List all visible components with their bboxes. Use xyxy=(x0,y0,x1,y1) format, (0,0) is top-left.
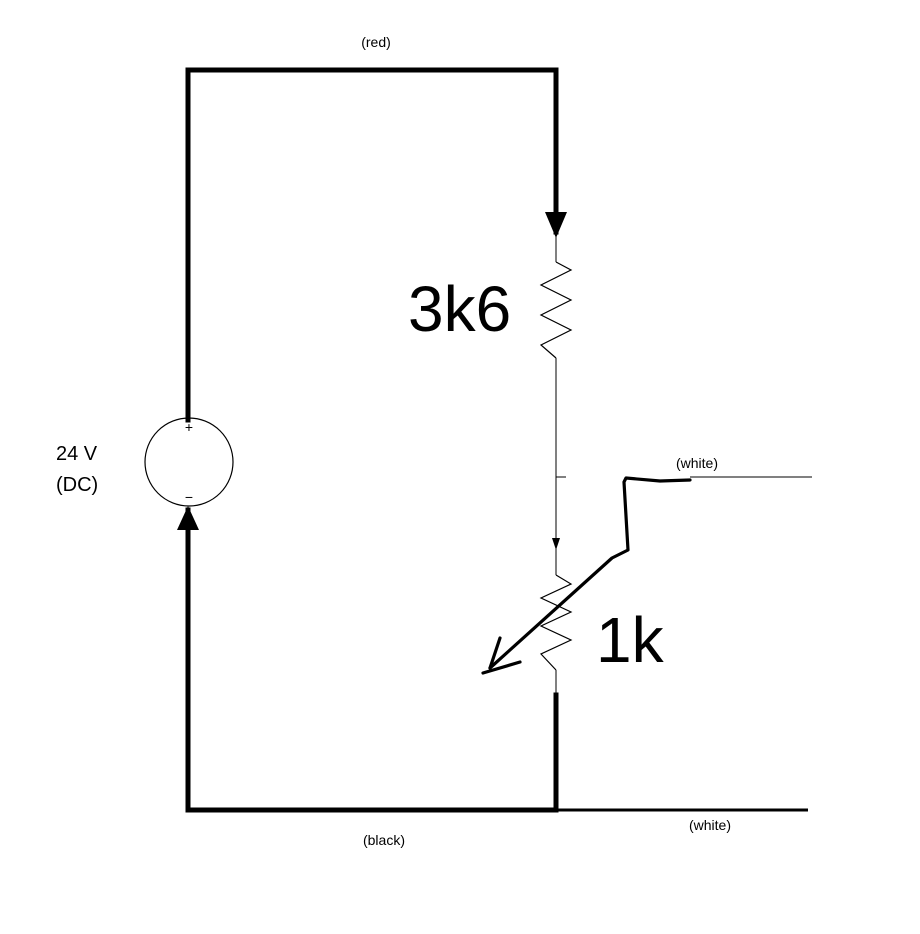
arrowhead-top-right xyxy=(545,212,567,238)
wire-left-top xyxy=(185,67,559,423)
source-type-label: (DC) xyxy=(56,474,98,496)
voltage-source xyxy=(144,417,234,507)
wire-label-red: (red) xyxy=(361,34,391,50)
wiper-lead xyxy=(488,476,692,670)
arrowhead-source-bottom xyxy=(177,506,199,530)
resistor-3k6-label: 3k6 xyxy=(408,273,511,345)
wire-label-black: (black) xyxy=(363,832,405,848)
resistor-1k xyxy=(539,574,573,671)
wiper-arrowhead xyxy=(481,636,522,675)
resistor-3k6 xyxy=(539,261,573,359)
wire-left-bottom xyxy=(185,507,559,813)
source-plus-sign: + xyxy=(185,419,193,435)
wire-label-white-bottom: (white) xyxy=(689,817,731,833)
source-minus-sign: − xyxy=(185,489,193,505)
resistor-1k-label: 1k xyxy=(596,604,665,676)
main-loop-wires xyxy=(185,67,559,813)
wire-label-white-top: (white) xyxy=(676,455,718,471)
arrowhead-into-1k xyxy=(552,538,560,550)
source-voltage-label: 24 V xyxy=(56,443,98,465)
wiper-arrow xyxy=(481,476,692,675)
